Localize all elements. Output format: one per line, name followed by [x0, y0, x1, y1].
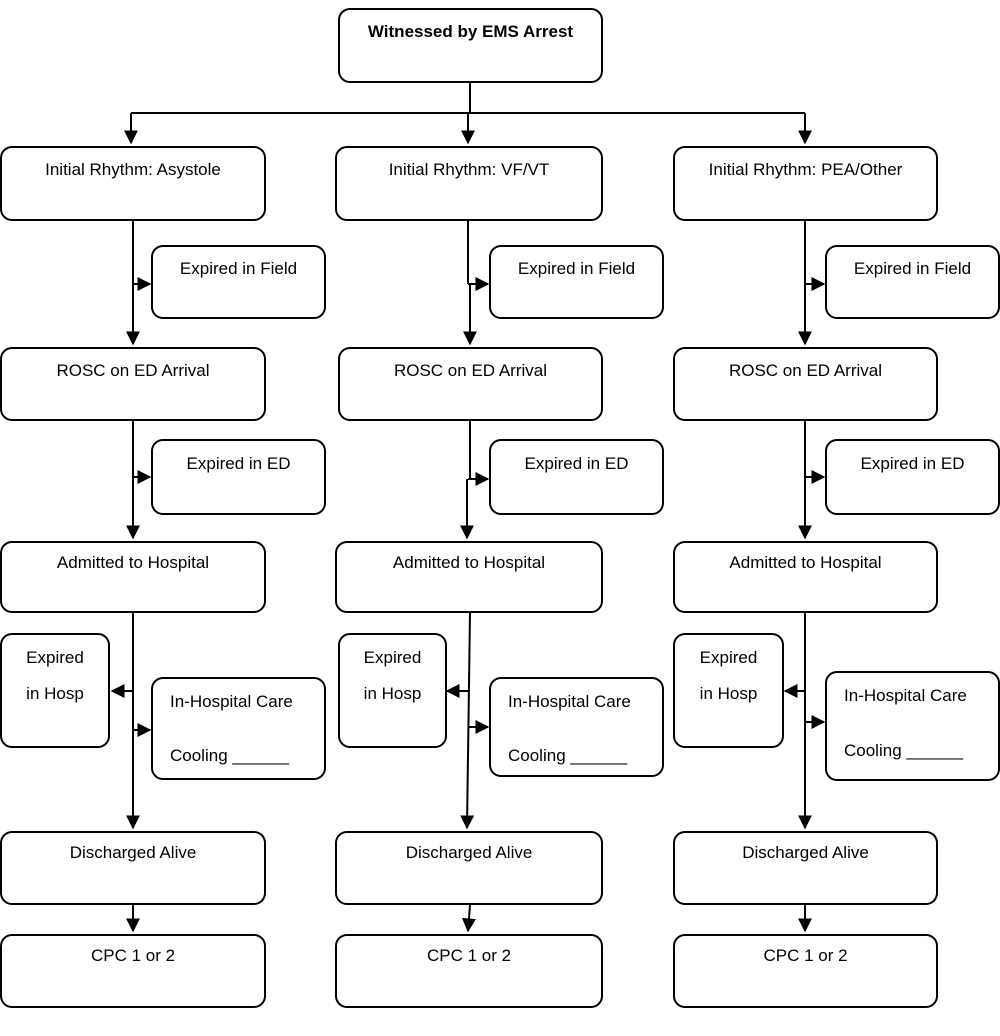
c2-discharged-label: Discharged Alive [405, 843, 533, 862]
c1-admitted-node: Admitted to Hospital [0, 541, 266, 613]
c1-expired-field-label: Expired in Field [179, 259, 298, 278]
c3-rosc-node: ROSC on ED Arrival [673, 347, 938, 421]
c1-expired-field-node: Expired in Field [151, 245, 326, 319]
c1-cpc-node: CPC 1 or 2 [0, 934, 266, 1008]
c1-expired-hosp-line1: Expired [26, 648, 84, 667]
c2-care-node: In-Hospital Care Cooling ______ [489, 677, 664, 777]
c2-rhythm-node: Initial Rhythm: VF/VT [335, 146, 603, 221]
c2-cpc-label: CPC 1 or 2 [426, 946, 512, 965]
c3-expired-field-node: Expired in Field [825, 245, 1000, 319]
c1-expired-ed-label: Expired in ED [186, 454, 291, 473]
c2-discharged-node: Discharged Alive [335, 831, 603, 905]
c2-expired-ed-label: Expired in ED [524, 454, 629, 473]
c1-rosc-node: ROSC on ED Arrival [0, 347, 266, 421]
c2-cooling-label: Cooling ______ [508, 746, 628, 765]
c2-rosc-node: ROSC on ED Arrival [338, 347, 603, 421]
root-label: Witnessed by EMS Arrest [367, 22, 574, 41]
c1-discharged-node: Discharged Alive [0, 831, 266, 905]
c3-admitted-node: Admitted to Hospital [673, 541, 938, 613]
c2-expired-ed-node: Expired in ED [489, 439, 664, 515]
c1-cpc-label: CPC 1 or 2 [90, 946, 176, 965]
c2-expired-field-label: Expired in Field [517, 259, 636, 278]
c1-care-node: In-Hospital Care Cooling ______ [151, 677, 326, 780]
c3-rosc-label: ROSC on ED Arrival [728, 361, 883, 380]
c3-cpc-label: CPC 1 or 2 [763, 946, 848, 965]
c2-expired-hosp-node: Expired in Hosp [338, 633, 447, 748]
c2-admitted-label: Admitted to Hospital [392, 553, 546, 572]
c1-admitted-label: Admitted to Hospital [56, 553, 210, 572]
c1-care-title: In-Hospital Care [170, 692, 293, 711]
c1-cooling-label: Cooling ______ [170, 746, 290, 765]
c1-rosc-label: ROSC on ED Arrival [56, 361, 210, 380]
c3-expired-hosp-line2: in Hosp [699, 684, 758, 703]
c2-admitted-node: Admitted to Hospital [335, 541, 603, 613]
c3-discharged-node: Discharged Alive [673, 831, 938, 905]
c3-expired-ed-node: Expired in ED [825, 439, 1000, 515]
c2-care-title: In-Hospital Care [508, 692, 631, 711]
c1-expired-hosp-node: Expired in Hosp [0, 633, 110, 748]
c1-expired-hosp-line2: in Hosp [26, 684, 84, 703]
c2-expired-hosp-line1: Expired [363, 648, 422, 667]
c2-expired-hosp-line2: in Hosp [363, 684, 422, 703]
c1-rhythm-label: Initial Rhythm: Asystole [45, 160, 221, 179]
c3-cooling-label: Cooling ______ [844, 741, 964, 760]
c3-expired-ed-label: Expired in ED [860, 454, 965, 473]
c1-rhythm-node: Initial Rhythm: Asystole [0, 146, 266, 221]
root-node: Witnessed by EMS Arrest [338, 8, 603, 83]
c3-rhythm-label: Initial Rhythm: PEA/Other [708, 160, 903, 179]
c2-arrow-cpc [461, 904, 476, 933]
c3-care-node: In-Hospital Care Cooling ______ [825, 671, 1000, 781]
c3-admitted-label: Admitted to Hospital [729, 553, 882, 572]
c2-cpc-node: CPC 1 or 2 [335, 934, 603, 1008]
c3-care-title: In-Hospital Care [844, 686, 967, 705]
c2-expired-field-node: Expired in Field [489, 245, 664, 319]
c2-rhythm-label: Initial Rhythm: VF/VT [388, 160, 550, 179]
c3-expired-field-label: Expired in Field [853, 259, 972, 278]
c1-discharged-label: Discharged Alive [69, 843, 197, 862]
c3-cpc-node: CPC 1 or 2 [673, 934, 938, 1008]
c3-rhythm-node: Initial Rhythm: PEA/Other [673, 146, 938, 221]
c3-expired-hosp-line1: Expired [699, 648, 758, 667]
c1-expired-ed-node: Expired in ED [151, 439, 326, 515]
c3-discharged-label: Discharged Alive [742, 843, 869, 862]
c2-rosc-label: ROSC on ED Arrival [393, 361, 548, 380]
c3-expired-hosp-node: Expired in Hosp [673, 633, 784, 748]
c2-trunk-c [460, 612, 475, 830]
